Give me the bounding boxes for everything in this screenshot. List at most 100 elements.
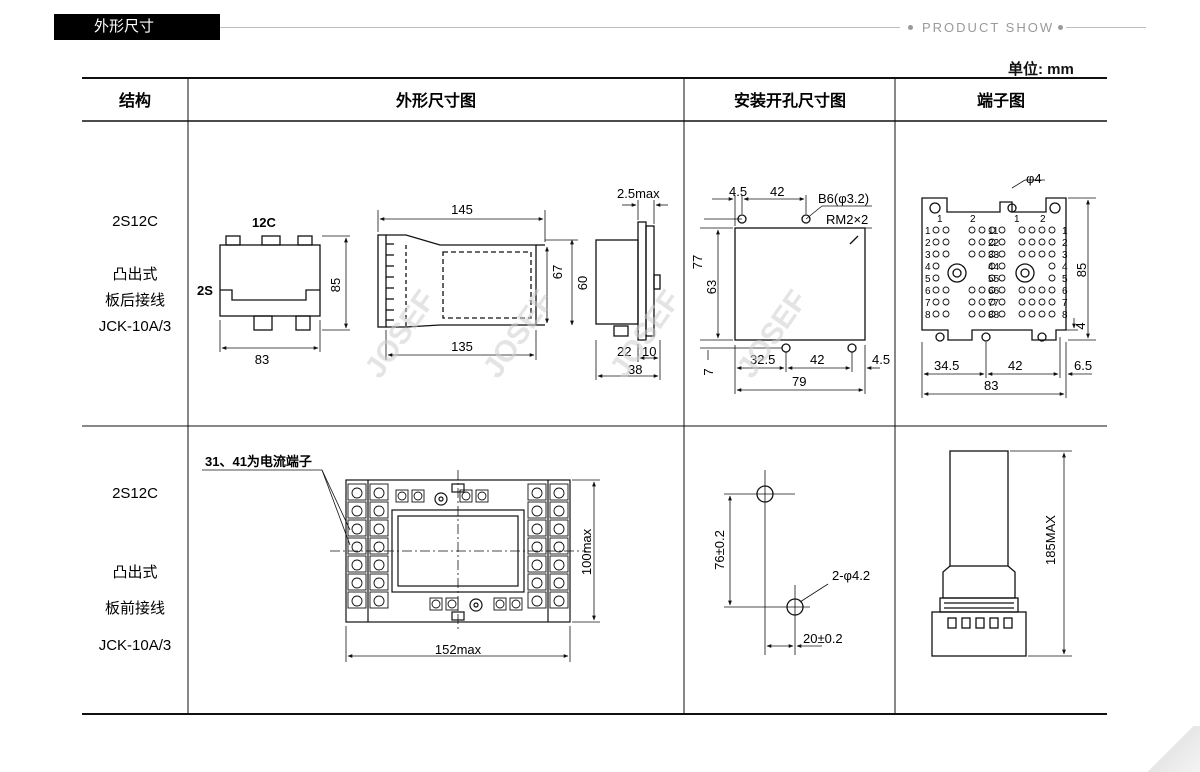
terminal-number-left: 5 — [925, 274, 931, 285]
terminal-number-right: 6 — [1062, 286, 1068, 297]
row1-mount-dim-7: 7 — [701, 368, 716, 375]
terminal-hole — [1038, 226, 1046, 234]
row1-dim-85: 85 — [328, 278, 343, 292]
terminal-hole — [978, 226, 986, 234]
terminal-hole — [978, 250, 986, 258]
terminal-screw — [553, 487, 565, 499]
row1-terminal-holes — [932, 226, 1056, 318]
terminal-number-center: 55 — [988, 274, 1000, 285]
col-header-mounting: 安装开孔尺寸图 — [734, 91, 846, 110]
terminal-number-right: 4 — [1062, 262, 1068, 273]
terminal-block — [445, 597, 459, 611]
page-curl-corner — [1140, 726, 1200, 772]
terminal-number-center: 33 — [988, 250, 1000, 261]
row1-term-dim-83: 83 — [984, 378, 998, 393]
row2-mount-line1: 凸出式 — [112, 564, 157, 581]
terminal-screw — [553, 541, 565, 553]
terminal-hole — [1048, 250, 1056, 258]
terminal-hole — [1038, 298, 1046, 306]
terminal-number-center: 11 — [988, 226, 999, 237]
terminal-number-right: 3 — [1062, 250, 1068, 261]
row2-term-dim-185max: 185MAX — [1043, 515, 1058, 565]
terminal-hole — [988, 262, 996, 270]
col-header-terminal: 端子图 — [977, 91, 1025, 110]
terminal-screw — [461, 491, 471, 501]
terminal-screw — [553, 505, 565, 517]
product-show-caption: PRODUCT SHOW — [922, 20, 1055, 35]
terminal-hole — [942, 286, 950, 294]
row1-mount-dim-77: 77 — [690, 255, 705, 269]
terminal-screw — [351, 487, 363, 499]
terminal-screw — [531, 577, 543, 589]
terminal-block — [369, 483, 389, 501]
terminal-block — [527, 555, 547, 573]
row1-mount-dim-79: 79 — [792, 374, 806, 389]
terminal-hole — [932, 298, 940, 306]
terminal-hole — [1018, 310, 1026, 318]
terminal-block — [347, 573, 367, 591]
row1-mount-dim-63: 63 — [704, 280, 719, 294]
terminal-hole — [932, 274, 940, 282]
terminal-hole — [1028, 250, 1036, 258]
terminal-screw — [477, 491, 487, 501]
row1-term-dim-34-5: 34.5 — [934, 358, 959, 373]
terminal-block — [549, 483, 569, 501]
terminal-hole — [1048, 298, 1056, 306]
terminal-block — [549, 537, 569, 555]
terminal-screw — [531, 559, 543, 571]
row2-mounting-holes — [724, 470, 810, 655]
terminal-number-center: 88 — [988, 310, 1000, 321]
terminal-hole — [1018, 298, 1026, 306]
row2-mount-holes-label: 2-φ4.2 — [832, 568, 870, 583]
row1-dim-67: 67 — [550, 265, 565, 279]
terminal-block — [549, 519, 569, 537]
terminal-hole — [1018, 238, 1026, 246]
row1-dim-135: 135 — [451, 339, 473, 354]
terminal-hole — [968, 310, 976, 318]
terminal-hole — [998, 286, 1006, 294]
row1-label-12c: 12C — [252, 215, 276, 230]
terminal-screw — [373, 505, 385, 517]
terminal-hole — [988, 238, 996, 246]
row1-label-2s: 2S — [197, 283, 213, 298]
row1-mount-dim-4-5-top: 4.5 — [729, 184, 747, 199]
terminal-hole — [998, 238, 1006, 246]
terminal-screw — [531, 487, 543, 499]
watermark-josef-4: JOSEF — [731, 285, 814, 385]
terminal-screw — [531, 595, 543, 607]
terminal-number-left: 8 — [925, 310, 931, 321]
terminal-screw — [351, 523, 363, 535]
row1-code: JCK-10A/3 — [99, 318, 172, 335]
terminal-hole — [968, 238, 976, 246]
terminal-block — [347, 555, 367, 573]
terminal-screw — [531, 541, 543, 553]
terminal-block — [369, 537, 389, 555]
row1-dim-38: 38 — [628, 362, 642, 377]
terminal-hole — [988, 274, 996, 282]
terminal-block — [347, 483, 367, 501]
terminal-hole — [942, 250, 950, 258]
row2-mount-dim-20: 20±0.2 — [803, 631, 843, 646]
terminal-hole — [1028, 238, 1036, 246]
terminal-block — [369, 519, 389, 537]
row2-current-terminal-note: 31、41为电流端子 — [205, 454, 312, 469]
row1-mount-line1: 凸出式 — [112, 266, 157, 283]
row1-term-dim-6-5: 6.5 — [1074, 358, 1092, 373]
terminal-hole — [932, 262, 940, 270]
terminal-number-right: 2 — [1062, 238, 1068, 249]
row2-mount-line2: 板前接线 — [105, 599, 165, 617]
row1-term-dim-85: 85 — [1074, 263, 1089, 277]
terminal-hole — [1048, 286, 1056, 294]
terminal-hole — [1038, 250, 1046, 258]
terminal-screw — [351, 541, 363, 553]
terminal-screw — [553, 595, 565, 607]
terminal-number-top: 1 — [937, 214, 943, 225]
terminal-block — [549, 591, 569, 609]
terminal-screw — [373, 559, 385, 571]
row2-code: JCK-10A/3 — [99, 637, 172, 654]
table-grid — [82, 77, 1107, 715]
terminal-number-left: 4 — [925, 262, 931, 273]
terminal-screw — [531, 505, 543, 517]
terminal-number-center: 44 — [988, 262, 1000, 273]
terminal-number-right: 8 — [1062, 310, 1068, 321]
